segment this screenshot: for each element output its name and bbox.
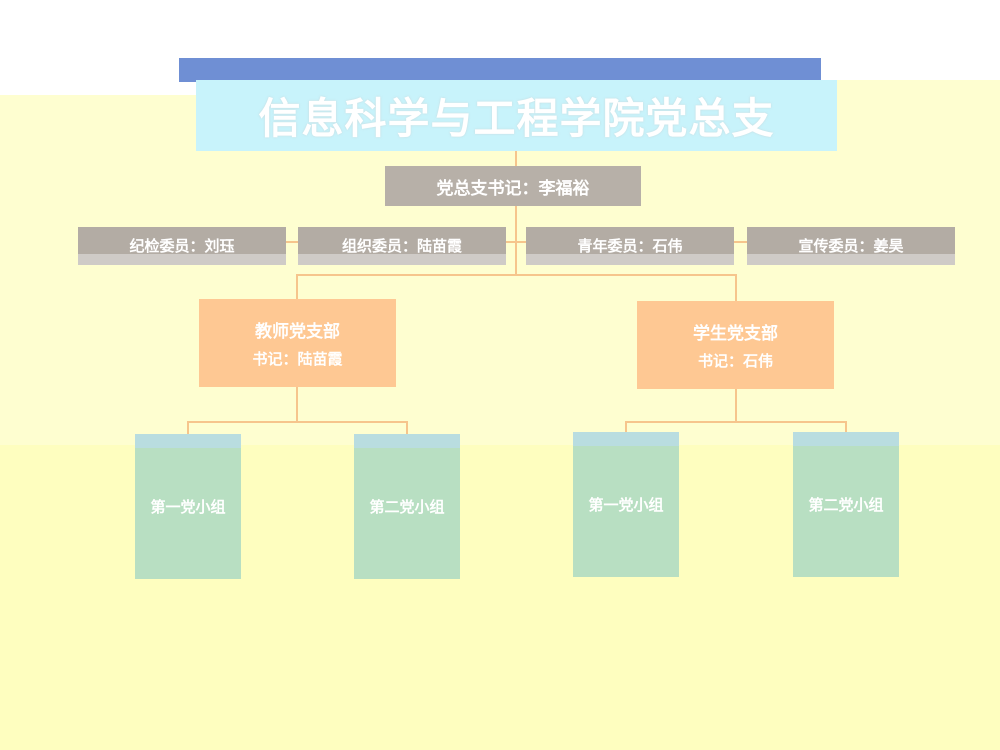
connector-right-group2 — [845, 421, 847, 433]
student-group-1: 第一党小组 — [573, 432, 679, 577]
connector-left-group2 — [406, 421, 408, 435]
student-group-2: 第二党小组 — [793, 432, 899, 577]
member-box-discipline: 纪检委员：刘珏 — [78, 227, 286, 265]
connector-left-groups-bar — [187, 421, 408, 423]
connector-branches-bar — [296, 274, 737, 276]
connector-left-group1 — [187, 421, 189, 435]
branch-secretary: 书记：石伟 — [697, 352, 773, 370]
branch-name: 教师党支部 — [255, 322, 340, 342]
connector-right-branch-drop — [735, 274, 737, 301]
general-secretary-box: 党总支书记：李福裕 — [385, 166, 641, 206]
teacher-group-1: 第一党小组 — [135, 434, 241, 579]
teacher-branch-box: 教师党支部 书记：陆苗霞 — [199, 299, 396, 387]
student-branch-box: 学生党支部 书记：石伟 — [637, 301, 834, 389]
connector-title-secretary — [515, 151, 517, 166]
branch-secretary: 书记：陆苗霞 — [252, 350, 343, 368]
member-box-youth: 青年委员：石伟 — [526, 227, 734, 265]
connector-right-branch-down — [735, 389, 737, 422]
org-title: 信息科学与工程学院党总支 — [196, 80, 837, 151]
connector-members-bar — [286, 241, 747, 243]
teacher-group-2: 第二党小组 — [354, 434, 460, 579]
connector-left-branch-drop — [296, 274, 298, 299]
member-box-organization: 组织委员：陆苗霞 — [298, 227, 506, 265]
connector-right-groups-bar — [625, 421, 847, 423]
background-strip — [836, 80, 1000, 95]
connector-left-branch-down — [296, 387, 298, 422]
member-box-publicity: 宣传委员：姜昊 — [747, 227, 955, 265]
branch-name: 学生党支部 — [693, 324, 778, 344]
connector-right-group1 — [625, 421, 627, 433]
title-band — [179, 58, 821, 82]
